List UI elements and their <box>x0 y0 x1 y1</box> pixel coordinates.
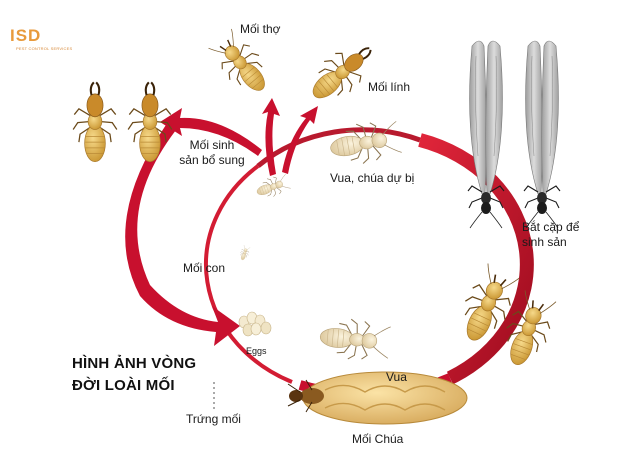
arrow-to-soldier <box>282 106 318 174</box>
alate-termite-right <box>523 40 561 229</box>
reserve-royal-termite <box>326 116 403 170</box>
queen-termite <box>287 371 468 425</box>
king-label: Vua <box>386 370 407 384</box>
worker-label: Mối thợ <box>240 22 281 36</box>
worker-termite <box>204 25 278 103</box>
egg-label: Trứng mối <box>186 412 241 426</box>
alates-label: Bắt cặp để sinh sản <box>522 220 579 250</box>
isd-logo <box>13 27 51 44</box>
arrow-to-eggs <box>125 122 240 346</box>
arrow-to-worker <box>262 98 280 176</box>
title-line-2: ĐỜI LOÀI MỐI <box>72 377 175 394</box>
alate-termite-left <box>467 40 505 229</box>
logo-wordmark: ISD <box>10 26 41 46</box>
supplementary-label: Mối sinh sản bổ sung <box>172 138 252 168</box>
soldier-label: Mối lính <box>368 80 411 94</box>
logo-text: ISD <box>10 26 42 45</box>
supplementary-label-line-1: Mối sinh <box>189 138 235 152</box>
nymph-label: Mối con <box>183 261 226 275</box>
title-line-1: HÌNH ẢNH VÒNG <box>72 355 197 372</box>
diagram-title: HÌNH ẢNH VÒNG ĐỜI LOÀI MỐI <box>72 353 196 397</box>
larva-termite <box>238 244 252 262</box>
supplementary-termite-left <box>72 81 118 163</box>
alates-label-line-2: sinh sản <box>522 235 567 249</box>
egg-cluster <box>238 311 272 337</box>
supplementary-label-line-2: sản bổ sung <box>179 153 245 167</box>
soldier-termite <box>300 32 384 112</box>
eggs-tag: Eggs <box>246 346 267 356</box>
alates-label-line-1: Bắt cặp để <box>522 220 580 234</box>
reserve-royals-label: Vua, chúa dự bị <box>330 171 415 185</box>
supplementary-termite-right <box>127 81 173 163</box>
logo-tagline: PEST CONTROL SERVICES <box>16 46 73 51</box>
king-termite <box>317 316 392 363</box>
queen-label: Mối Chúa <box>352 432 404 446</box>
nymph-termite <box>253 172 292 202</box>
arrow-to-supplementary <box>160 108 262 156</box>
